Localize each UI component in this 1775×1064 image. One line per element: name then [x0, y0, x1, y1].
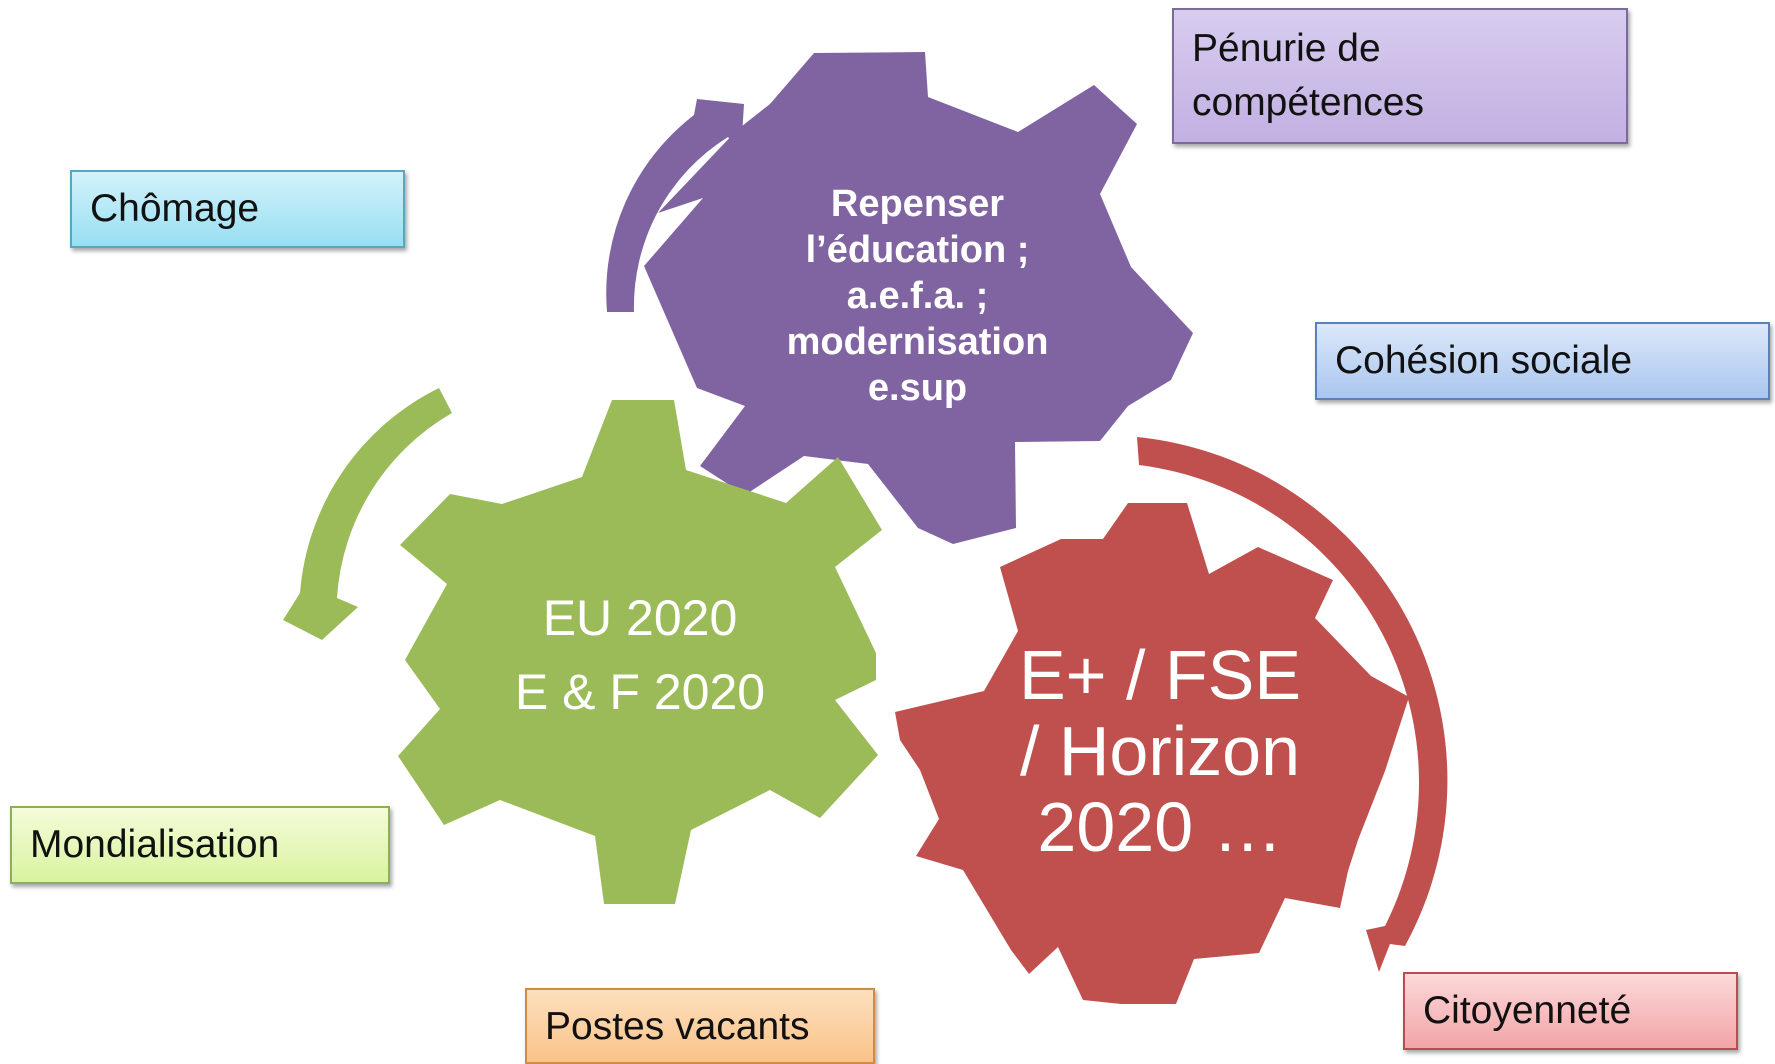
- red-gear-line: 2020 …: [1037, 788, 1283, 866]
- red-gear-line: E+ / FSE: [1018, 636, 1302, 714]
- green-gear-line: EU 2020: [542, 590, 738, 646]
- purple-gear-line: modernisation: [786, 321, 1049, 363]
- green-gear-text: EU 2020 E & F 2020: [470, 570, 810, 740]
- purple-gear-line: e.sup: [867, 367, 968, 409]
- label-mondialisation: Mondialisation: [10, 806, 390, 884]
- purple-gear-text: Repenser l’éducation ; a.e.f.a. ; modern…: [740, 176, 1095, 416]
- purple-gear-line: a.e.f.a. ;: [846, 275, 989, 317]
- purple-gear-line: l’éducation ;: [805, 229, 1030, 271]
- label-penurie-line: compétences: [1192, 81, 1424, 124]
- purple-gear: [644, 52, 1193, 544]
- green-cycle-arrow: [283, 388, 452, 640]
- label-penurie-competences: Pénurie de compétences: [1172, 8, 1628, 144]
- label-chomage: Chômage: [70, 170, 405, 248]
- red-gear-text: E+ / FSE / Horizon 2020 …: [980, 636, 1340, 866]
- red-cycle-arrow: [1137, 437, 1448, 972]
- red-gear: [895, 503, 1409, 1004]
- label-postes-vacants: Postes vacants: [525, 988, 875, 1064]
- label-penurie-line: Pénurie de: [1192, 27, 1381, 70]
- purple-cycle-arrow: [606, 99, 744, 312]
- green-gear: [398, 400, 882, 904]
- label-citoyennete: Citoyenneté: [1403, 972, 1738, 1050]
- purple-gear-line: Repenser: [830, 183, 1005, 225]
- label-cohesion-sociale: Cohésion sociale: [1315, 322, 1770, 400]
- red-gear-line: / Horizon: [1019, 712, 1301, 790]
- green-gear-line: E & F 2020: [514, 664, 766, 720]
